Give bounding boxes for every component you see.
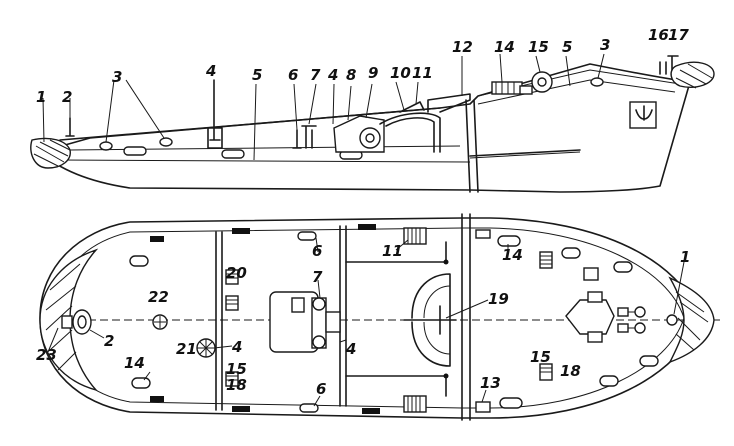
side-fwd-equipment [491,71,553,95]
plan-wheel-21 [196,338,216,358]
side-hull-outline [39,63,691,193]
anchor-icon [635,105,653,121]
side-label-1: 1 [36,88,46,106]
side-label-15: 15 [528,38,549,56]
side-rubbing-strake-aft-2 [469,151,581,159]
plan-label-14b: 14 [124,354,145,372]
plan-label-20: 20 [226,264,247,282]
side-bollard-17 [667,55,679,71]
plan-label-4b: 4 [345,340,356,358]
side-ramp [427,93,471,113]
side-fender-aft [30,137,71,169]
plan-ladder-top [403,227,427,245]
plan-item-22 [152,314,168,330]
side-bitt [207,127,223,149]
side-label-5: 5 [252,66,262,84]
plan-label-18b: 18 [560,362,581,380]
side-winch [333,115,385,153]
plan-stern-post [61,315,73,329]
plan-label-11: 11 [382,242,403,260]
side-label-4: 4 [205,62,216,80]
plan-leaders [47,237,685,407]
side-post-2 [65,117,75,137]
side-label-17: 17 [668,26,689,44]
side-fender-aft-hatch [33,139,71,167]
side-bollard-16 [659,61,667,75]
side-fender-fwd [670,61,715,88]
plan-label-4: 4 [231,338,242,356]
side-label-8: 8 [346,66,356,84]
plan-tow-hook [403,305,457,335]
plan-tow-lines [345,241,447,397]
plan-windlass [565,291,646,343]
side-towing-arch [379,112,441,153]
plan-item-top-fwd [475,229,491,239]
side-break-line-2 [473,99,479,193]
side-fender-fwd-hatch [675,63,713,89]
plan-stem-eye [666,314,678,326]
side-label-12: 12 [452,38,473,56]
side-label-2: 2 [62,88,72,106]
side-break-line [465,99,471,193]
plan-label-7: 7 [312,268,323,286]
plan-label-18: 18 [226,376,247,394]
plan-fender-blocks [150,224,380,414]
plan-label-6b: 6 [316,380,326,398]
plan-fender-fwd [668,276,715,364]
plan-frame-aft [215,231,223,411]
plan-fender-fwd-hatch [675,291,709,351]
plan-label-21: 21 [176,340,197,358]
side-rubbing-strake-aft [469,149,581,157]
plan-view: 20 6 7 11 14 1 22 2 23 21 4 15 18 14 4 6… [36,213,720,421]
side-fitting-6 [292,129,302,149]
plan-deckhouse-hatch [291,297,305,313]
plan-bollards [129,231,659,413]
side-label-11: 11 [412,64,433,82]
plan-label-6: 6 [312,242,322,260]
plan-label-13: 13 [480,374,501,392]
side-label-10: 10 [390,64,411,82]
plan-label-23: 23 [36,346,57,364]
side-label-6: 6 [288,66,298,84]
plan-grates [225,251,599,387]
plan-label-15b: 15 [530,348,551,366]
side-label-3: 3 [112,68,122,86]
plan-fender-aft-hatch [45,263,81,371]
side-label-5b: 5 [562,38,572,56]
side-hook [399,101,425,113]
side-label-3b: 3 [600,36,610,54]
plan-towing-arc-inner [423,285,451,355]
side-anchor-box [629,101,657,129]
plan-label-2: 2 [104,332,114,350]
plan-ladder-bottom [403,395,427,413]
plan-label-1: 1 [680,248,690,266]
side-deck-line [59,107,441,141]
side-rubbing-strake [59,159,471,163]
side-label-9: 9 [368,64,378,82]
plan-winch [311,297,341,349]
side-fitting-7 [301,125,317,149]
side-label-4b: 4 [327,66,338,84]
plan-hull-outline [39,217,701,419]
plan-item-13 [475,401,491,413]
plan-label-15: 15 [226,360,247,378]
side-label-7: 7 [310,66,321,84]
side-label-14: 14 [494,38,515,56]
side-post-4 [209,79,221,141]
side-towing-arch-2 [385,117,435,153]
plan-label-14: 14 [502,246,523,264]
plan-frame-mid [339,225,347,407]
side-label-16: 16 [648,26,669,44]
side-fwd-deck-2 [477,79,676,105]
side-leaders [42,53,605,161]
side-view: 1 2 3 4 5 6 7 4 8 9 10 11 12 14 15 5 3 1… [30,26,715,193]
plan-label-19: 19 [488,290,509,308]
plan-label-22: 22 [148,288,169,306]
